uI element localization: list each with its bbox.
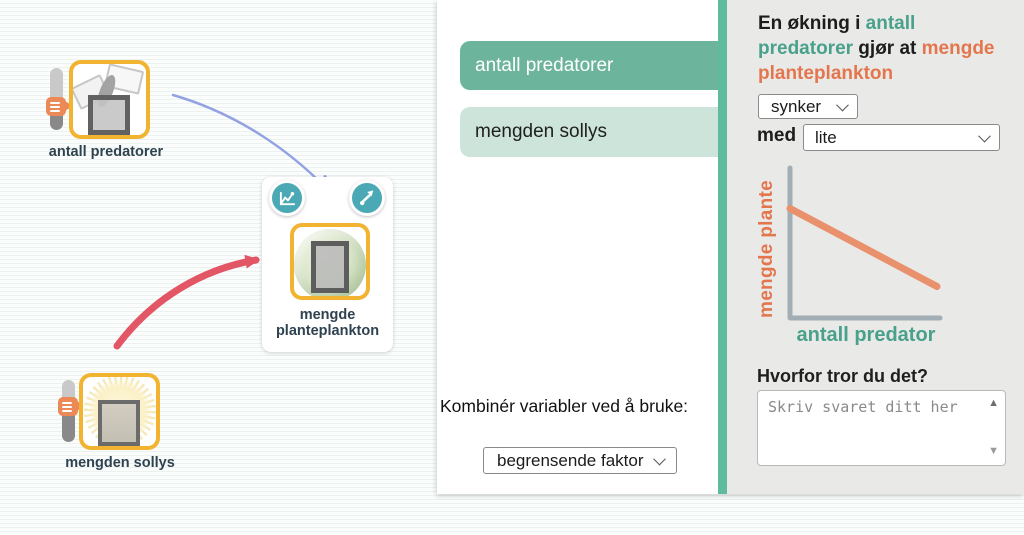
link-sollys-to-plankton[interactable] bbox=[113, 254, 261, 350]
amount-value: lite bbox=[815, 127, 837, 147]
variable-list-item-mengden-sollys[interactable]: mengden sollys bbox=[460, 107, 718, 157]
relation-arrow-button[interactable] bbox=[349, 180, 385, 216]
relationship-graph-line bbox=[786, 205, 941, 290]
side-panels: antall predatorer mengden sollys Kombiné… bbox=[437, 0, 1024, 494]
variable-list-item-antall-predatorer[interactable]: antall predatorer bbox=[460, 41, 718, 90]
prompt-effect-variable: mengde planteplankton bbox=[758, 38, 995, 84]
relation-arrow-icon bbox=[360, 190, 374, 206]
direction-value: synker bbox=[771, 96, 822, 116]
prompt-text-middle: gjør at bbox=[853, 38, 922, 59]
combine-method-value: begrensende faktor bbox=[497, 450, 644, 470]
answer-textarea[interactable]: Skriv svaret ditt her ▲ ▼ bbox=[757, 390, 1006, 466]
mini-graph-button[interactable] bbox=[269, 180, 305, 216]
graph-axes bbox=[787, 165, 943, 321]
why-question-label: Hvorfor tror du det? bbox=[757, 366, 928, 386]
node-label: mengden sollys bbox=[65, 455, 175, 471]
chevron-down-icon bbox=[978, 129, 991, 143]
chevron-down-icon bbox=[836, 98, 849, 112]
gray-rect-overlay bbox=[88, 95, 130, 135]
relationship-prompt: En økning i antall predatorer gjør at me… bbox=[758, 11, 995, 86]
node-card-mengde-planteplankton: mengde planteplankton bbox=[262, 177, 393, 352]
slider-handle-icon[interactable] bbox=[46, 97, 73, 116]
direction-dropdown[interactable]: synker bbox=[758, 94, 858, 119]
link-predator-to-plankton[interactable] bbox=[171, 93, 327, 189]
gray-rect-overlay bbox=[311, 241, 349, 293]
panel-divider bbox=[718, 0, 727, 494]
answer-placeholder: Skriv svaret ditt her bbox=[768, 398, 958, 416]
scroll-down-icon[interactable]: ▼ bbox=[988, 445, 999, 457]
graph-x-axis-label: antall predator bbox=[796, 324, 936, 346]
prompt-text-before: En økning i bbox=[758, 13, 866, 34]
variable-box-mengden-sollys[interactable] bbox=[79, 373, 160, 450]
combine-method-dropdown[interactable]: begrensende faktor bbox=[483, 447, 677, 474]
node-label: antall predatorer bbox=[48, 144, 164, 160]
slider-handle-icon[interactable] bbox=[58, 397, 85, 416]
prompt-cause-variable: antall predatorer bbox=[758, 13, 916, 59]
variable-list-panel: antall predatorer mengden sollys Kombiné… bbox=[437, 0, 718, 494]
amount-prefix-label: med bbox=[757, 125, 797, 146]
relationship-panel: En økning i antall predatorer gjør at me… bbox=[727, 0, 1024, 494]
relationship-graph bbox=[786, 165, 943, 321]
variable-box-mengde-planteplankton[interactable] bbox=[290, 223, 370, 300]
amount-dropdown[interactable]: lite bbox=[803, 124, 1000, 151]
chevron-down-icon bbox=[653, 452, 666, 466]
node-label: mengde planteplankton bbox=[275, 307, 380, 339]
scroll-up-icon[interactable]: ▲ bbox=[988, 397, 999, 409]
gray-rect-overlay bbox=[98, 400, 140, 446]
combine-variables-label: Kombinér variabler ved å bruke: bbox=[440, 396, 689, 416]
mini-graph-icon bbox=[279, 191, 295, 205]
variable-box-antall-predatorer[interactable] bbox=[69, 60, 150, 139]
